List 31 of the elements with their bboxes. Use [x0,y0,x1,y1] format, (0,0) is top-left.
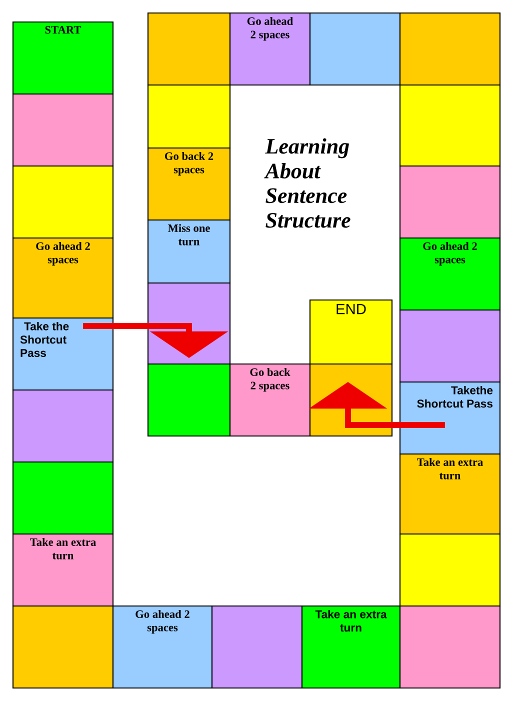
board-square [147,12,231,86]
board-square [12,93,114,167]
board-square: Go ahead 2 spaces [112,605,213,689]
board-square: Take an extra turn [399,453,501,535]
board-square: Go ahead 2 spaces [12,237,114,319]
board-square: Go ahead 2 spaces [399,237,501,311]
board-square: Takethe Shortcut Pass [399,381,501,455]
board-square: Go back 2 spaces [229,363,311,437]
board-square: Take an extra turn [301,605,401,689]
board-square [12,165,114,239]
board-square [12,389,114,463]
board-square: Take the Shortcut Pass [12,317,114,391]
board-square: Take an extra turn [12,533,114,607]
board-square [12,461,114,535]
board-square [399,12,501,86]
board-square [399,605,501,689]
board-square [399,84,501,167]
board-square [12,605,114,689]
board-square: Miss one turn [147,219,231,284]
board-square [399,533,501,607]
board-square [309,12,401,86]
board-square [147,363,231,437]
board-square: Go ahead 2 spaces [229,12,311,86]
board-square [147,84,231,149]
board-square [211,605,303,689]
board-square: END [309,299,393,365]
board-square: Go back 2 spaces [147,147,231,221]
board-square [399,165,501,239]
board-square [399,309,501,383]
board-square: START [12,21,114,95]
title: Learning About Sentence Structure [264,138,350,228]
